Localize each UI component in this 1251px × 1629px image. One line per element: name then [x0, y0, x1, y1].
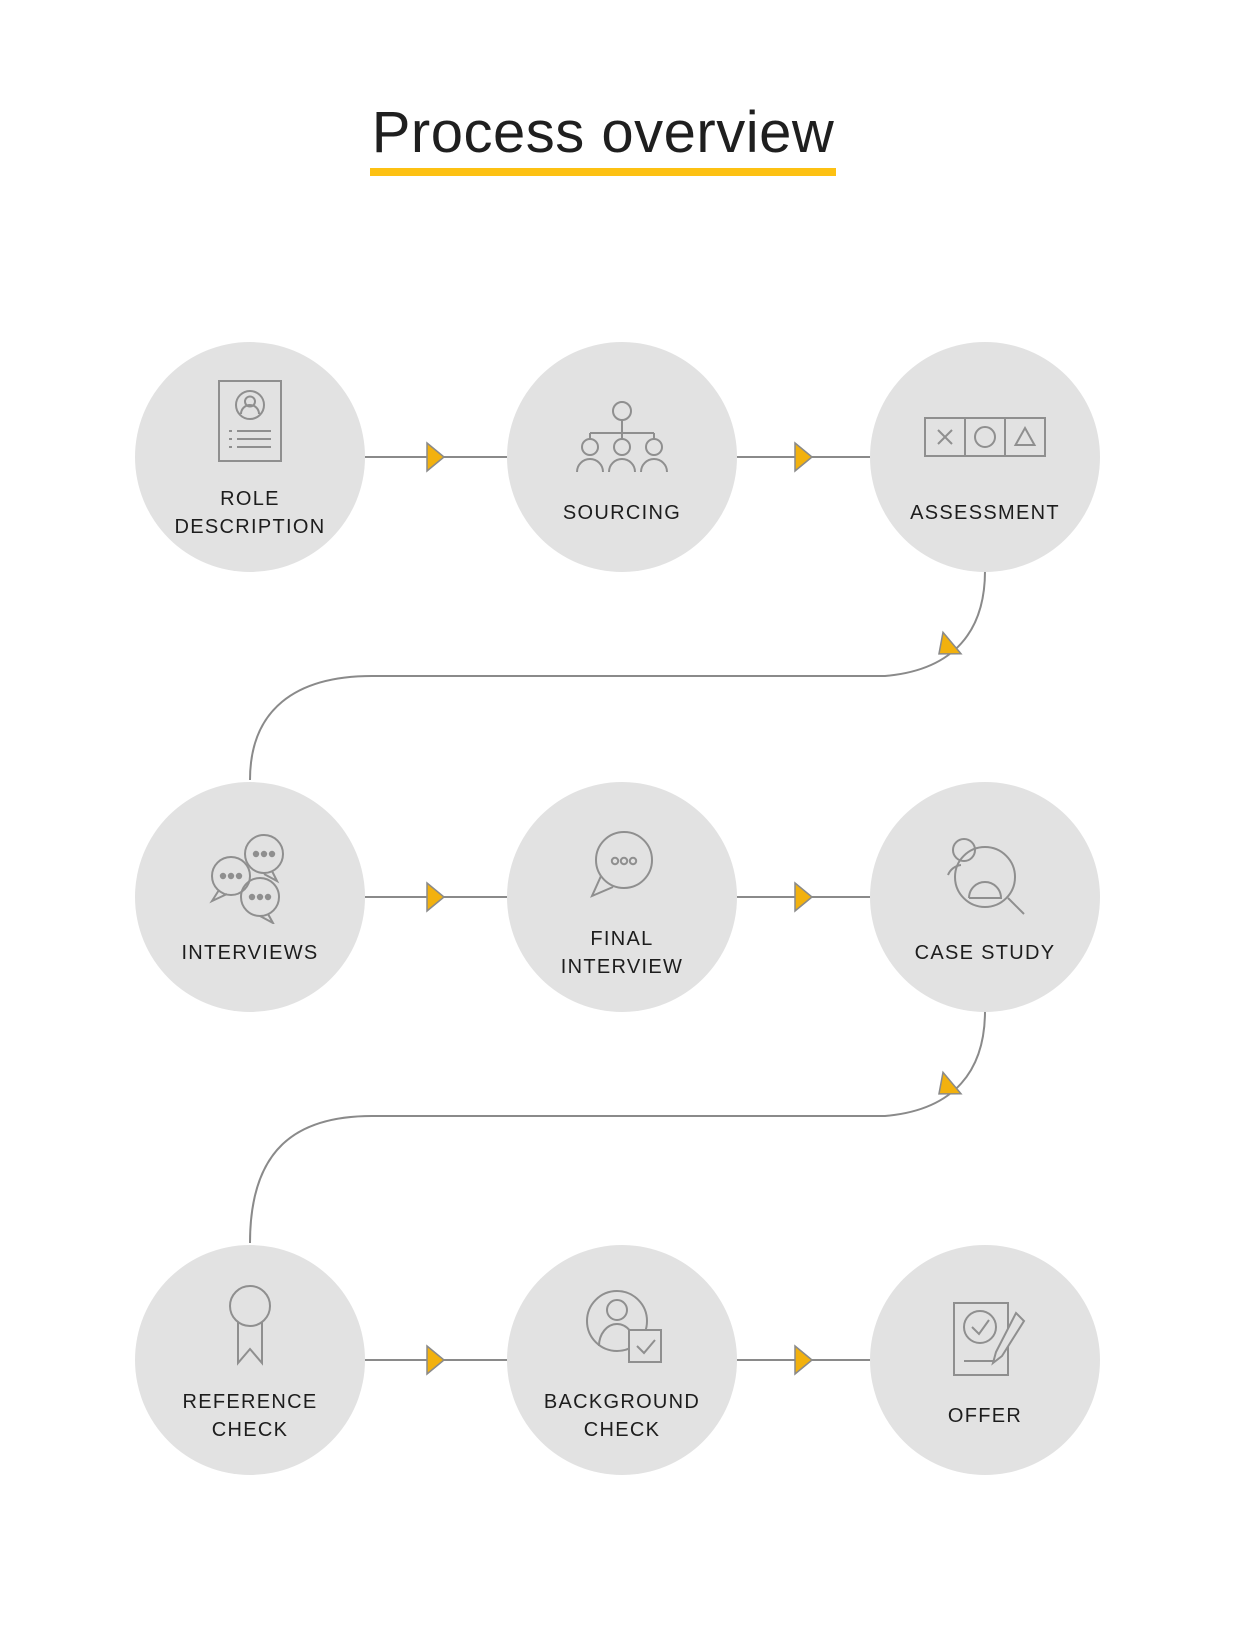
arrowhead-icon [794, 441, 814, 473]
org-chart-icon [576, 386, 668, 488]
node-label: FINAL INTERVIEW [560, 928, 684, 978]
node-label: ROLE DESCRIPTION [174, 488, 326, 538]
flow-node-reference-check: REFERENCE CHECK [135, 1245, 365, 1475]
signed-document-icon [940, 1289, 1030, 1391]
arrowhead-icon [426, 441, 446, 473]
s-curve-1 [249, 570, 986, 781]
magnifier-person-icon [939, 826, 1031, 928]
arrowheads [426, 441, 963, 1376]
chat-bubbles-icon [206, 826, 294, 928]
flow-node-interviews: INTERVIEWS [135, 782, 365, 1012]
arrowhead-icon [794, 1344, 814, 1376]
flow-node-offer: OFFER [870, 1245, 1100, 1475]
arrowhead-icon [794, 881, 814, 913]
flow-node-assessment: ASSESSMENT [870, 342, 1100, 572]
resume-icon [215, 372, 285, 474]
node-label: INTERVIEWS [181, 942, 319, 965]
arrowhead-icon [938, 630, 963, 655]
shapes-assessment-icon [924, 386, 1046, 488]
flow-node-case-study: CASE STUDY [870, 782, 1100, 1012]
page-title: Process overview [369, 101, 837, 176]
arrowhead-icon [426, 1344, 446, 1376]
flow-node-sourcing: SOURCING [507, 342, 737, 572]
avatar-check-icon [579, 1275, 665, 1377]
award-ribbon-icon [223, 1275, 277, 1377]
flow-node-role-description: ROLE DESCRIPTION [135, 342, 365, 572]
arrowhead-icon [426, 881, 446, 913]
node-label: ASSESSMENT [910, 502, 1060, 525]
s-curve-2 [249, 1010, 986, 1244]
node-label: SOURCING [562, 502, 682, 525]
node-label: CASE STUDY [914, 942, 1056, 965]
node-label: REFERENCE CHECK [182, 1391, 318, 1441]
speech-bubble-icon [585, 812, 659, 914]
arrowhead-icon [938, 1070, 963, 1095]
flow-node-background-check: BACKGROUND CHECK [507, 1245, 737, 1475]
node-label: OFFER [947, 1405, 1023, 1428]
flow-node-final-interview: FINAL INTERVIEW [507, 782, 737, 1012]
node-label: BACKGROUND CHECK [543, 1391, 701, 1441]
header: Process overview [0, 101, 1206, 176]
